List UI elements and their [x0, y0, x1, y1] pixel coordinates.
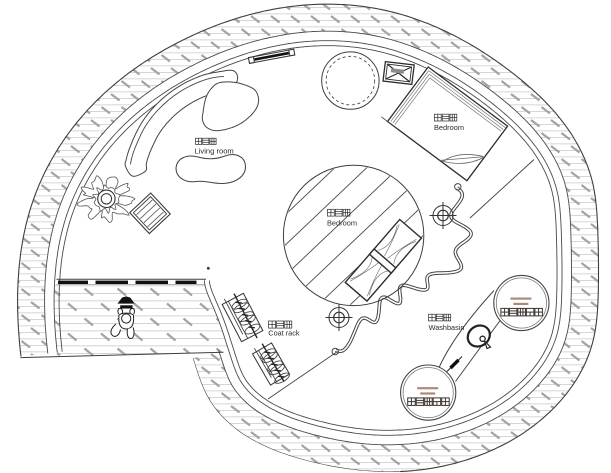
svg-text:Bedroom: Bedroom — [434, 123, 464, 132]
svg-text:Coat rack: Coat rack — [268, 329, 300, 338]
svg-text:Living room: Living room — [195, 146, 234, 155]
svg-text:Washbasin: Washbasin — [429, 323, 465, 332]
svg-text:Bedroom: Bedroom — [327, 219, 357, 228]
